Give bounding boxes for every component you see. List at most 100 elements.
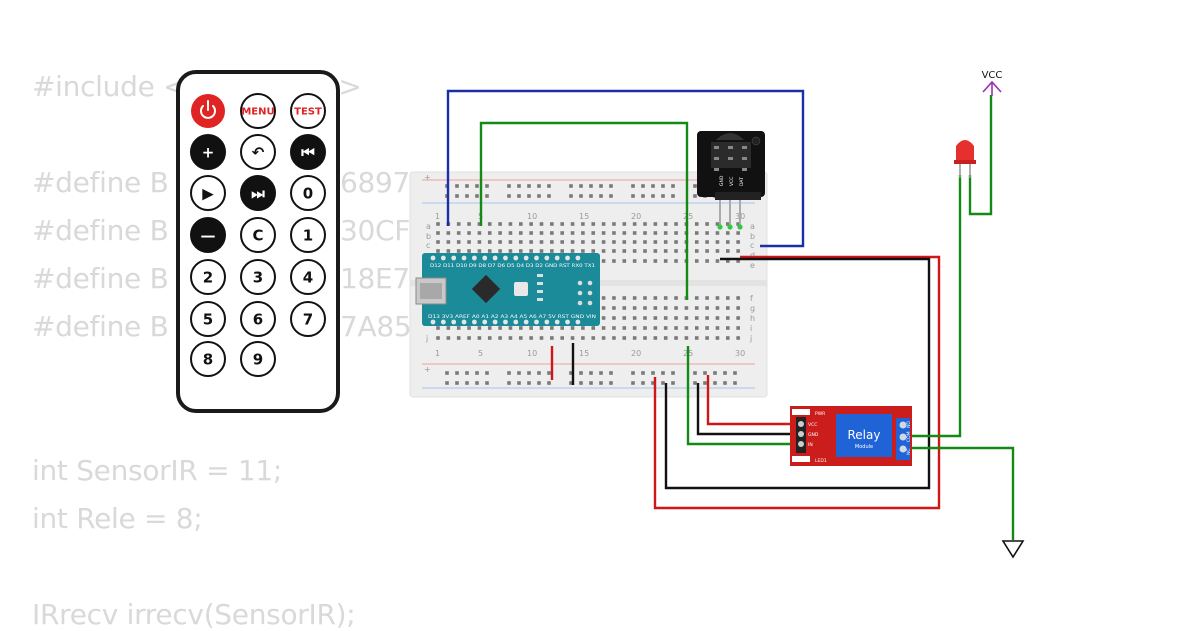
rail-hole xyxy=(579,194,583,198)
relay-label-pwr: PWR xyxy=(815,411,825,417)
breadboard-hole xyxy=(529,231,533,235)
remote-button-label: — xyxy=(201,226,216,244)
rail-hole xyxy=(569,194,573,198)
breadboard-hole xyxy=(632,296,637,300)
remote-button-label: 5 xyxy=(203,310,213,328)
arduino-pin xyxy=(575,255,581,261)
breadboard-hole xyxy=(715,306,720,310)
remote-button-label: ⏮ xyxy=(301,143,315,161)
rail-hole xyxy=(485,184,489,188)
rail-hole xyxy=(651,184,655,188)
breadboard-hole xyxy=(736,336,740,340)
remote-button-menu[interactable]: MENU xyxy=(240,93,276,129)
breadboard-hole xyxy=(519,336,523,340)
breadboard-hole xyxy=(643,222,647,226)
remote-button-next[interactable]: ⏭ xyxy=(240,175,276,211)
breadboard-hole xyxy=(529,336,533,340)
breadboard-hole xyxy=(694,222,699,226)
rail-hole xyxy=(465,194,469,198)
breadboard-hole xyxy=(508,249,513,253)
breadboard-hole xyxy=(715,259,720,263)
breadboard-hole xyxy=(674,316,678,320)
relay-led-led1 xyxy=(792,456,810,462)
arduino-pin xyxy=(482,255,488,261)
column-number: 10 xyxy=(527,349,537,358)
breadboard-hole xyxy=(570,240,575,244)
rail-hole xyxy=(641,371,645,375)
remote-button-play[interactable]: ▶ xyxy=(190,175,226,211)
rail-hole xyxy=(579,381,583,385)
rail-hole xyxy=(671,371,675,375)
remote-button-back[interactable]: ↶ xyxy=(240,134,276,170)
wire-blue xyxy=(446,89,805,248)
column-number: 15 xyxy=(579,212,589,221)
breadboard-hole xyxy=(736,222,740,226)
breadboard-hole xyxy=(684,326,689,330)
breadboard-hole xyxy=(436,326,440,330)
remote-button-label: ▶ xyxy=(202,184,214,202)
remote-button-seven[interactable]: 7 xyxy=(290,301,326,337)
breadboard-hole xyxy=(726,249,730,253)
breadboard-hole xyxy=(446,231,451,235)
vcc-label: VCC xyxy=(982,70,1003,81)
row-letter: i xyxy=(750,324,752,333)
breadboard-hole xyxy=(694,249,699,253)
red-led[interactable] xyxy=(954,140,976,178)
breadboard-hole xyxy=(622,240,627,244)
relay-subtitle: Module xyxy=(855,444,873,450)
relay-label-led1: LED1 xyxy=(815,458,827,464)
remote-button-power[interactable] xyxy=(191,94,225,128)
rail-hole xyxy=(661,381,665,385)
remote-button-label: 7 xyxy=(303,310,313,328)
arduino-nano[interactable]: D12 D11 D10 D9 D8 D7 D6 D5 D4 D3 D2 GND … xyxy=(415,253,600,326)
remote-button-test[interactable]: TEST xyxy=(290,93,326,129)
arduino-pin xyxy=(534,255,539,261)
breadboard-hole xyxy=(539,249,544,253)
rail-hole xyxy=(445,381,449,385)
rail-hole xyxy=(651,371,655,375)
remote-button-five[interactable]: 5 xyxy=(190,301,226,337)
rail-hole xyxy=(599,381,603,385)
breadboard-hole xyxy=(601,249,606,253)
rail-hole xyxy=(723,381,727,385)
remote-button-four[interactable]: 4 xyxy=(290,259,326,295)
column-number: 1 xyxy=(435,212,440,221)
breadboard-hole xyxy=(581,249,585,253)
breadboard-hole xyxy=(715,222,720,226)
remote-button-one[interactable]: 1 xyxy=(290,217,326,253)
reset-button[interactable] xyxy=(514,282,528,296)
remote-button-zero[interactable]: 0 xyxy=(290,175,326,211)
wire-red-top xyxy=(653,255,941,510)
remote-button-six[interactable]: 6 xyxy=(240,301,276,337)
remote-button-label: ⏭ xyxy=(251,184,265,202)
breadboard-hole xyxy=(674,249,678,253)
breadboard-hole xyxy=(622,316,627,320)
rail-hole xyxy=(445,371,449,375)
remote-button-minus[interactable]: — xyxy=(190,217,226,253)
breadboard-hole xyxy=(477,231,482,235)
breadboard-hole xyxy=(653,306,658,310)
breadboard-hole xyxy=(736,259,740,263)
remote-button-plus[interactable]: + xyxy=(190,134,226,170)
relay-title: Relay xyxy=(848,428,881,442)
remote-button-nine[interactable]: 9 xyxy=(240,341,276,377)
remote-button-clear[interactable]: C xyxy=(240,217,276,253)
breadboard-hole xyxy=(591,336,596,340)
remote-button-prev[interactable]: ⏮ xyxy=(290,134,326,170)
arduino-pin-labels-bottom: D13 3V3 AREF A0 A1 A2 A3 A4 A5 A6 A7 5V … xyxy=(428,314,596,320)
breadboard-hole xyxy=(705,240,709,244)
breadboard-hole xyxy=(612,296,616,300)
rail-hole xyxy=(713,371,717,375)
relay-module[interactable]: PWR LED1 VCC GND IN Relay Module NO COM … xyxy=(790,406,912,466)
rail-hole xyxy=(527,381,531,385)
remote-button-two[interactable]: 2 xyxy=(190,259,226,295)
remote-button-three[interactable]: 3 xyxy=(240,259,276,295)
rail-hole xyxy=(631,381,635,385)
breadboard-hole xyxy=(643,249,647,253)
remote-button-eight[interactable]: 8 xyxy=(190,341,226,377)
arduino-pin xyxy=(461,255,467,261)
ir-receiver-module[interactable]: GND VCC DAT xyxy=(697,131,765,230)
breadboard-hole xyxy=(663,296,668,300)
